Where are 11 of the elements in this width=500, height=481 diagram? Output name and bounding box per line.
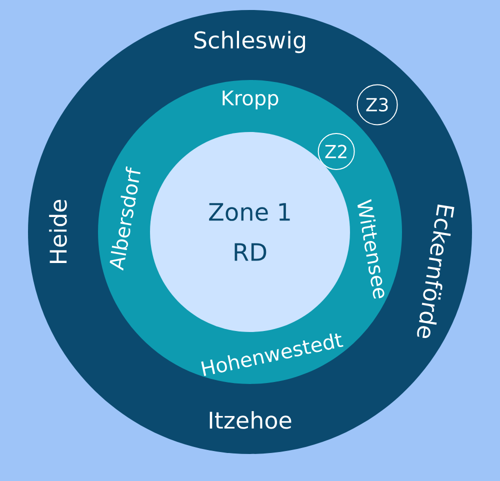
zone-label: RD: [234, 243, 266, 261]
place-label: Eckernförde: [417, 204, 454, 338]
zone-badge: Z2: [318, 132, 355, 170]
place-label: Itzehoe: [210, 411, 292, 429]
place-label: Heide: [49, 200, 67, 264]
place-label: Schleswig: [194, 30, 305, 54]
place-label: Wittensee: [357, 199, 384, 299]
zone-label: Zone 1: [209, 203, 290, 221]
zone-badge: Z3: [356, 84, 398, 126]
place-label: Albersdorf: [110, 166, 140, 271]
place-label: Kropp: [222, 90, 278, 110]
